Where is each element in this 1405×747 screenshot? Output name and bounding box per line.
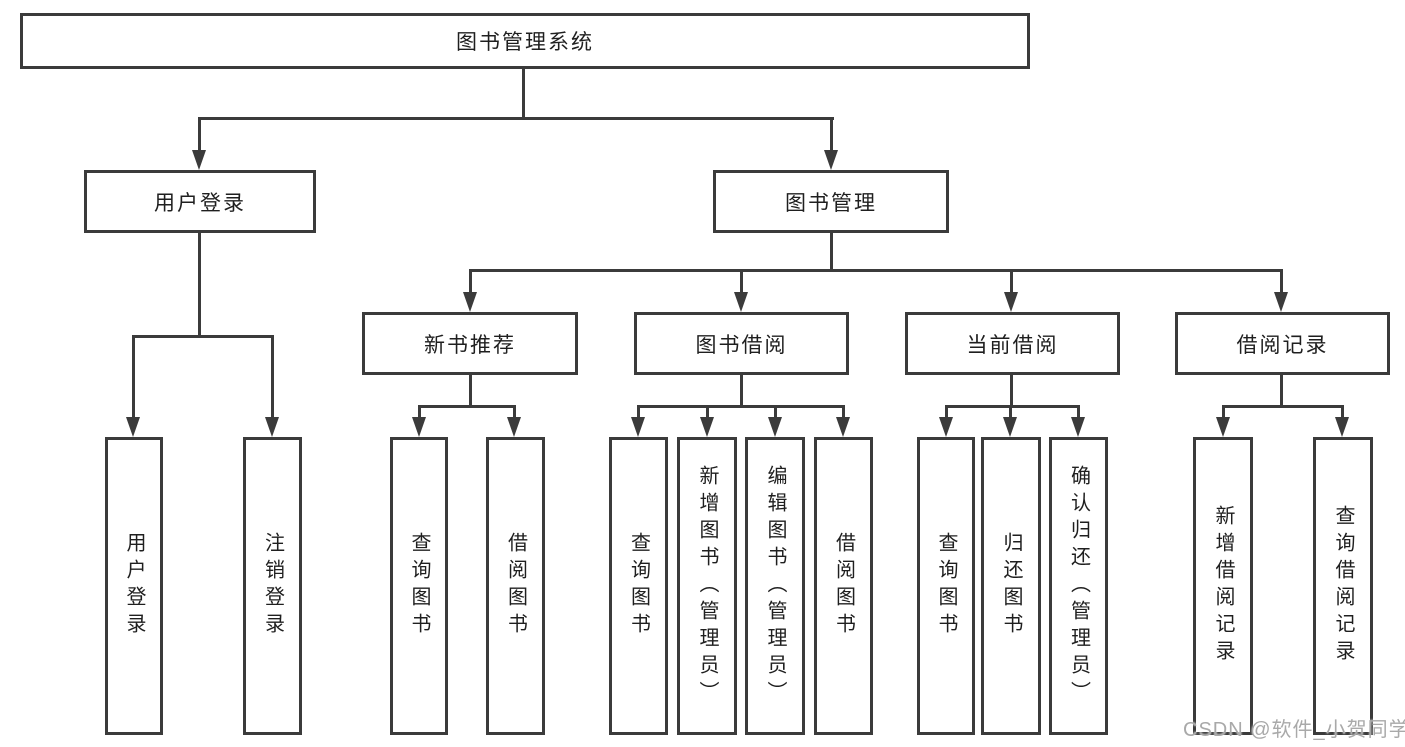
connector-line	[469, 375, 472, 408]
arrow-down-icon	[1004, 292, 1018, 312]
arrow-down-icon	[631, 417, 645, 437]
leaf-add-book-admin: 新增图书（管理员）	[677, 437, 737, 735]
leaf-add-book-admin-label: 新增图书（管理员）	[696, 464, 718, 708]
node-new-book-recommend-label: 新书推荐	[424, 333, 516, 357]
arrow-down-icon	[1274, 292, 1288, 312]
connector-line	[198, 233, 201, 338]
connector-line	[513, 405, 516, 420]
connector-line	[637, 405, 845, 408]
connector-line	[1280, 269, 1283, 294]
arrow-down-icon	[734, 292, 748, 312]
node-book-management: 图书管理	[713, 170, 949, 233]
connector-line	[945, 405, 948, 420]
leaf-add-borrow-record: 新增借阅记录	[1193, 437, 1253, 735]
arrow-down-icon	[1071, 417, 1085, 437]
connector-line	[198, 117, 201, 152]
arrow-down-icon	[1216, 417, 1230, 437]
arrow-down-icon	[1335, 417, 1349, 437]
leaf-query-borrow-record: 查询借阅记录	[1313, 437, 1373, 735]
leaf-user-login: 用户登录	[105, 437, 163, 735]
arrow-down-icon	[824, 150, 838, 170]
leaf-logout-label: 注销登录	[261, 532, 284, 640]
leaf-add-borrow-record-label: 新增借阅记录	[1212, 505, 1234, 667]
connector-line	[1077, 405, 1080, 420]
leaf-query-borrow-record-label: 查询借阅记录	[1332, 505, 1354, 667]
connector-line	[637, 405, 640, 420]
leaf-edit-book-admin-label: 编辑图书（管理员）	[764, 464, 786, 708]
connector-line	[842, 405, 845, 420]
leaf-query-book-recommend: 查询图书	[390, 437, 448, 735]
leaf-query-book-current-label: 查询图书	[935, 532, 957, 640]
node-book-management-label: 图书管理	[785, 191, 877, 215]
node-current-borrow-label: 当前借阅	[966, 333, 1059, 357]
leaf-query-book-borrow-label: 查询图书	[627, 532, 650, 640]
arrow-down-icon	[1003, 417, 1017, 437]
node-book-borrow: 图书借阅	[634, 312, 849, 375]
node-root: 图书管理系统	[20, 13, 1030, 69]
connector-line	[1341, 405, 1344, 420]
node-user-login-label: 用户登录	[154, 191, 246, 215]
watermark: CSDN @软件_小贺同学	[1183, 719, 1405, 741]
arrow-down-icon	[507, 417, 521, 437]
connector-line	[1222, 405, 1344, 408]
connector-line	[740, 375, 743, 408]
connector-line	[522, 69, 525, 119]
leaf-logout: 注销登录	[243, 437, 302, 735]
leaf-borrow-book-label: 借阅图书	[832, 532, 855, 640]
connector-line	[830, 233, 833, 272]
connector-line	[132, 335, 135, 419]
arrow-down-icon	[939, 417, 953, 437]
leaf-return-book: 归还图书	[981, 437, 1041, 735]
arrow-down-icon	[126, 417, 140, 437]
connector-line	[830, 117, 833, 152]
arrow-down-icon	[412, 417, 426, 437]
leaf-confirm-return-admin-label: 确认归还（管理员）	[1067, 464, 1090, 708]
connector-line	[132, 335, 274, 338]
connector-line	[1222, 405, 1225, 420]
leaf-query-book-recommend-label: 查询图书	[408, 532, 430, 640]
connector-line	[198, 117, 834, 120]
connector-line	[774, 405, 777, 420]
leaf-confirm-return-admin: 确认归还（管理员）	[1049, 437, 1108, 735]
arrow-down-icon	[192, 150, 206, 170]
node-borrow-record-label: 借阅记录	[1236, 333, 1329, 357]
node-new-book-recommend: 新书推荐	[362, 312, 578, 375]
node-user-login: 用户登录	[84, 170, 316, 233]
connector-line	[418, 405, 516, 408]
arrow-down-icon	[463, 292, 477, 312]
leaf-query-book-current: 查询图书	[917, 437, 975, 735]
arrow-down-icon	[768, 417, 782, 437]
connector-line	[469, 269, 472, 294]
leaf-borrow-book-recommend: 借阅图书	[486, 437, 545, 735]
node-borrow-record: 借阅记录	[1175, 312, 1390, 375]
arrow-down-icon	[700, 417, 714, 437]
connector-line	[1010, 375, 1013, 408]
arrow-down-icon	[836, 417, 850, 437]
leaf-user-login-label: 用户登录	[123, 532, 145, 640]
leaf-borrow-book-recommend-label: 借阅图书	[504, 532, 527, 640]
node-book-borrow-label: 图书借阅	[695, 333, 788, 357]
connector-line	[1009, 405, 1012, 420]
leaf-borrow-book: 借阅图书	[814, 437, 873, 735]
node-current-borrow: 当前借阅	[905, 312, 1120, 375]
connector-line	[1280, 375, 1283, 408]
leaf-query-book-borrow: 查询图书	[609, 437, 668, 735]
leaf-return-book-label: 归还图书	[1000, 532, 1022, 640]
node-root-label: 图书管理系统	[456, 31, 594, 54]
connector-line	[271, 335, 274, 419]
arrow-down-icon	[265, 417, 279, 437]
connector-line	[418, 405, 421, 420]
connector-line	[740, 269, 743, 294]
connector-line	[945, 405, 1080, 408]
connector-line	[1010, 269, 1013, 294]
connector-line	[469, 269, 1283, 272]
leaf-edit-book-admin: 编辑图书（管理员）	[745, 437, 805, 735]
connector-line	[706, 405, 709, 420]
